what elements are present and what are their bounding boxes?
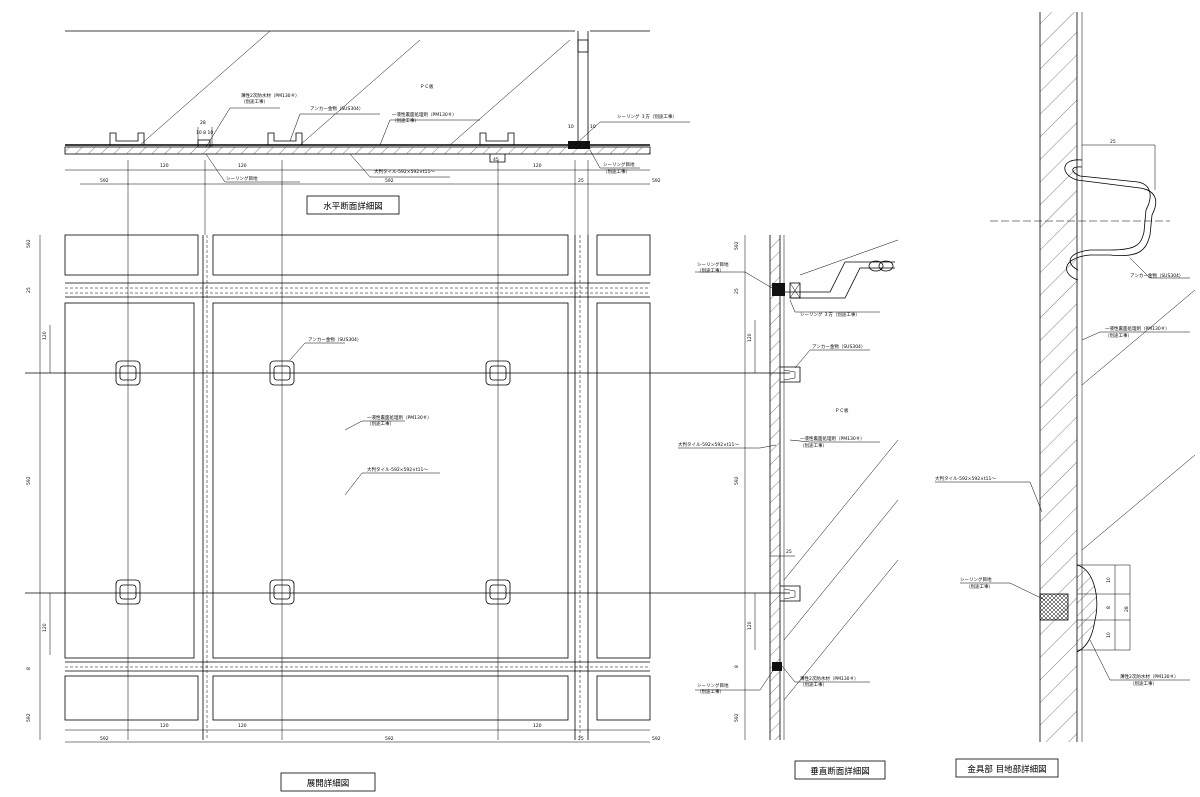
separate-work-label-4: （別途工事） [367, 420, 394, 427]
dim-120-left-b: 120 [42, 623, 48, 632]
anchor-label-hw: アンカー金物（SUS304） [1130, 272, 1183, 279]
anchor-label-vertical: アンカー金物（SUS304） [812, 343, 865, 350]
dim-120-bot-a: 120 [160, 723, 169, 729]
dim-120-vert-a: 120 [747, 333, 753, 342]
separate-work-label-7: （別途工事） [697, 688, 724, 695]
dim-120-c: 120 [533, 163, 542, 169]
adhesive-label-elevation: 一液性裏面処理剤（PM130＃） [367, 414, 432, 421]
dim-592-left-b: 592 [26, 476, 32, 485]
dim-592-left-a: 592 [26, 239, 32, 248]
dim-592-bot-c: 592 [652, 736, 661, 742]
dim-592-left-c: 592 [26, 713, 32, 722]
dim-25-a: 25 [578, 178, 584, 184]
dim-120-bot-b: 120 [238, 723, 247, 729]
adhesive-label-hw: 一液性裏面処理剤（PM130＃） [1105, 325, 1170, 332]
tile-label-hw: 大判タイル-592×592×t11～ [935, 475, 996, 482]
hardware-joint-title-box [955, 758, 1059, 778]
hardware-joint-detail [935, 12, 1196, 742]
dim-10-b: 10 [590, 124, 596, 130]
separate-work-label-10: （別途工事） [966, 583, 993, 590]
dim-120-vert-b: 120 [747, 621, 753, 630]
dim-28: 28 [200, 120, 206, 126]
adhesive-label-vertical: 一液性裏面処理剤（PM130＃） [800, 435, 865, 442]
dim-120-b: 120 [238, 163, 247, 169]
separate-work-label-9: （別途工事） [1105, 332, 1132, 339]
dim-592-bot-a: 592 [100, 736, 109, 742]
dim-592-a: 592 [100, 178, 109, 184]
separate-work-label-8: （別途工事） [800, 681, 827, 688]
separate-work-label-2: （別途工事） [392, 117, 419, 124]
sealing-3-label-horizontal: シーリング ３方（別途工事） [617, 113, 677, 120]
dim-10-hw-a: 10 [1106, 577, 1112, 583]
dim-592-bot-b: 592 [385, 736, 394, 742]
dim-8-left: 8 [26, 667, 32, 670]
sealing-joint-label-vertical-top: シーリング目地 [697, 261, 729, 268]
waterproof-label-hw: 薄性2次防水材（PM130＃） [1120, 673, 1179, 680]
dim-120-bot-c: 120 [533, 723, 542, 729]
dim-592-vert-b: 592 [734, 476, 740, 485]
sealing-joint-label-hw: シーリング目地 [960, 576, 992, 583]
dim-10-hw-b: 10 [1106, 632, 1112, 638]
vertical-section-detail [678, 235, 899, 740]
dim-25-bot: 25 [578, 736, 584, 742]
dim-28-hw: 28 [1124, 606, 1130, 612]
dim-25-hw: 25 [1110, 139, 1116, 145]
anchor-label-horizontal: アンカー金物（SUS304） [310, 105, 363, 112]
dim-120-left-a: 120 [42, 331, 48, 340]
sealing-joint-label-vertical-bottom: シーリング目地 [697, 682, 729, 689]
dim-592-b: 592 [385, 178, 394, 184]
vertical-section-title-box [794, 760, 886, 780]
dim-25-vert-b: 25 [786, 549, 792, 555]
waterproof-label-horizontal: 薄性2次防水材（PM130＃） [241, 92, 300, 99]
dim-8-vert: 8 [734, 665, 740, 668]
pc-panel-label-vertical: ＰＣ板 [835, 407, 849, 414]
hardware-joint-title: 金具部 目地部詳細図 [967, 764, 1046, 775]
elevation-title: 展開詳細図 [307, 778, 350, 789]
separate-work-label-6: （別途工事） [800, 442, 827, 449]
dim-45: 45 [493, 157, 499, 163]
tile-label-horizontal: 大判タイル-592×592×t11～ [374, 168, 435, 175]
dim-592-vert-c: 592 [734, 713, 740, 722]
dim-10-8-10: 10 8 10 [196, 130, 213, 136]
horizontal-section-detail [64, 30, 690, 235]
dim-10-a: 10 [568, 124, 574, 130]
tile-label-vertical: 大判タイル-592×592×t11～ [678, 441, 739, 448]
pc-panel-label-horizontal: ＰＣ板 [420, 83, 434, 90]
dim-25-left: 25 [26, 287, 32, 293]
separate-work-label-3: （別途工事） [603, 168, 630, 175]
adhesive-label-horizontal: 一液性裏面処理剤（PM130＃） [392, 111, 457, 118]
sealing-joint-label-horizontal: シーリング目地 [603, 161, 635, 168]
separate-work-label-11: （別途工事） [1130, 680, 1157, 687]
horizontal-section-title: 水平断面詳細図 [323, 201, 383, 212]
waterproof-label-vertical: 薄性2次防水材（PM130＃） [800, 675, 859, 682]
horizontal-section-title-box [306, 195, 400, 215]
vertical-section-title: 垂直断面詳細図 [810, 766, 870, 777]
dim-592-vert-a: 592 [734, 241, 740, 250]
separate-work-label-5: （別途工事） [697, 267, 724, 274]
sealing-3-label-vertical: シーリング ３方（別途工事） [800, 311, 860, 318]
dim-592-c: 592 [652, 178, 661, 184]
anchor-label-elevation: アンカー金物（SUS304） [308, 336, 361, 343]
elevation-detail [25, 234, 790, 743]
dim-25-vert: 25 [734, 288, 740, 294]
elevation-title-box [280, 772, 376, 792]
tile-label-elevation: 大判タイル-592×592×t11～ [367, 466, 428, 473]
separate-work-label-1: （別途工事） [241, 98, 268, 105]
sealing-joint-label-horizontal-2: シーリング目地 [226, 175, 258, 182]
dim-120-a: 120 [160, 163, 169, 169]
dim-8-hw: 8 [1106, 606, 1112, 609]
